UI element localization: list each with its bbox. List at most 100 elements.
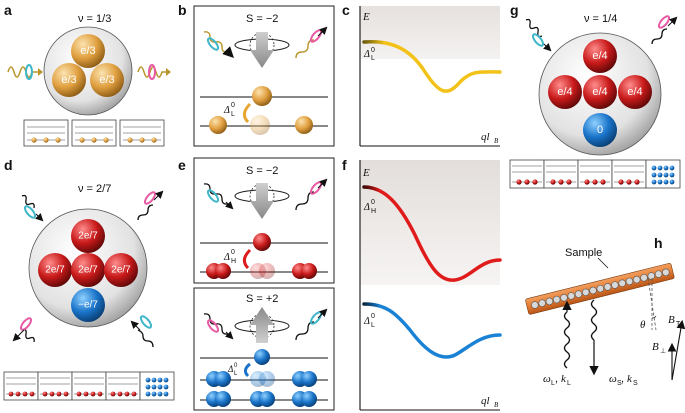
quasiparticle-b-3 — [295, 116, 313, 134]
svg-text:0: 0 — [234, 363, 238, 369]
scattered-wave — [589, 299, 599, 376]
incoming-photon-b — [203, 31, 234, 58]
spin-flip-icon-b — [234, 32, 290, 68]
incoming-photon-g — [525, 18, 552, 52]
ball-label-a-2: e/3 — [61, 74, 76, 86]
continuum-shade-c — [360, 6, 500, 59]
gap-label-f-high: Δ H 0 — [363, 199, 376, 215]
svg-text:ql: ql — [481, 131, 490, 143]
svg-text:Δ: Δ — [363, 316, 370, 327]
incoming-laser-wave — [562, 300, 572, 369]
panel-label-b: b — [178, 2, 187, 18]
excitation-arrow-b — [243, 102, 252, 124]
svg-text:Δ: Δ — [363, 49, 370, 60]
svg-text:B: B — [652, 341, 659, 353]
panel-e-bottom-frame — [193, 287, 335, 411]
ball-label-d-1: 2e/7 — [78, 231, 98, 242]
panel-a: a ν = 1/3 e/3 e/3 e/3 — [4, 2, 171, 147]
ball-label-d-2: 2e/7 — [45, 265, 65, 276]
ball-label-a-3: e/3 — [99, 74, 114, 86]
sample-pointer — [597, 257, 609, 269]
svg-text:L: L — [234, 371, 238, 377]
quasiparticle-lattice-e-bottom — [206, 371, 317, 407]
svg-text:,: , — [555, 373, 558, 385]
svg-text:0: 0 — [371, 199, 375, 206]
ball-d-4: 2e/7 — [104, 253, 138, 287]
dispersion-curve-high-f — [362, 185, 502, 282]
spin-label-e-top: S = −2 — [246, 165, 278, 177]
panel-e-top-frame — [193, 157, 335, 284]
ball-a-1: e/3 — [71, 34, 105, 68]
panel-g: g ν = 1/4 e/4 e/4 e/4 e/4 0 — [509, 2, 681, 189]
scattered-label: ω S , k S — [609, 373, 638, 387]
ball-label-g-2: e/4 — [557, 86, 572, 98]
ball-a-2: e/3 — [52, 63, 86, 97]
panel-label-g: g — [510, 2, 519, 18]
incoming-photon-e-top — [203, 183, 234, 210]
quasiparticle-b-2-ghost — [250, 115, 270, 135]
filling-factor-a: ν = 1/3 — [78, 13, 111, 25]
excited-quasiparticle-e-top — [253, 233, 271, 251]
ball-g-4: e/4 — [618, 75, 652, 109]
ball-label-d-5: −e/7 — [78, 300, 98, 311]
svg-text:Δ: Δ — [223, 105, 230, 116]
ball-label-d-3: 2e/7 — [78, 265, 98, 276]
electron-chain — [531, 268, 670, 309]
photon-d-bottom-right — [130, 315, 154, 348]
excited-quasiparticle-b — [252, 86, 272, 106]
gap-label-e-bottom: Δ L 0 — [227, 363, 238, 377]
svg-text:T: T — [676, 321, 681, 328]
spin-label-e-bottom: S = +2 — [246, 293, 278, 305]
svg-text:H: H — [371, 208, 376, 215]
quasiparticle-e-top-4 — [301, 263, 317, 279]
theta-label: θ — [640, 319, 646, 331]
svg-text:L: L — [567, 380, 571, 387]
ball-g-3: e/4 — [583, 75, 617, 109]
excited-quasiparticle-e-bottom — [254, 349, 270, 365]
svg-text:k: k — [627, 373, 633, 385]
b-total-arrow — [671, 319, 685, 381]
dispersion-curve-c — [362, 39, 502, 93]
spin-label-b: S = −2 — [246, 13, 278, 25]
svg-text:S: S — [617, 380, 622, 387]
filling-factor-g: ν = 1/4 — [584, 13, 617, 25]
landau-level-boxes-g — [509, 159, 681, 189]
svg-text:H: H — [231, 258, 236, 265]
theta-arc — [651, 315, 657, 319]
svg-text:Δ: Δ — [227, 364, 233, 374]
b-total-label: B T — [668, 314, 681, 328]
svg-text:L: L — [551, 380, 555, 387]
landau-level-boxes-d — [3, 371, 175, 401]
quasiparticle-e-top-ghost-2 — [259, 263, 275, 279]
panel-label-h: h — [654, 235, 663, 251]
filling-factor-d: ν = 2/7 — [78, 183, 111, 195]
panel-b: b S = −2 Δ L 0 — [178, 2, 335, 147]
panel-f: f E ql B Δ H 0 Δ L 0 — [342, 157, 502, 411]
panel-label-c: c — [342, 2, 350, 18]
quasiparticle-b-1 — [209, 116, 227, 134]
ball-label-g-5: 0 — [597, 124, 603, 136]
svg-text:Δ: Δ — [363, 202, 370, 213]
outgoing-photon-a — [137, 64, 171, 80]
outgoing-photon-e-top — [295, 178, 328, 211]
svg-text:B: B — [494, 137, 499, 145]
ball-d-5: −e/7 — [71, 288, 105, 322]
ball-g-5: 0 — [583, 113, 617, 147]
incident-label: ω L , k L — [543, 373, 571, 387]
svg-text:⊥: ⊥ — [660, 348, 666, 355]
ball-label-a-1: e/3 — [80, 45, 95, 57]
y-axis-label-c: E — [362, 11, 370, 23]
gap-label-c: Δ L 0 — [363, 47, 375, 62]
ball-g-1: e/4 — [583, 39, 617, 73]
incoming-photon-a — [7, 64, 43, 80]
svg-text:S: S — [633, 380, 638, 387]
ball-label-g-3: e/4 — [592, 86, 607, 98]
dispersion-curve-low-f — [362, 302, 502, 359]
b-perp-label: B ⊥ — [652, 341, 666, 355]
gap-label-b: Δ L 0 — [223, 102, 235, 118]
gap-label-e-top: Δ H 0 — [223, 249, 236, 265]
spin-flip-icon-e-bottom — [234, 307, 290, 343]
svg-text:k: k — [561, 373, 567, 385]
svg-text:0: 0 — [231, 249, 235, 256]
